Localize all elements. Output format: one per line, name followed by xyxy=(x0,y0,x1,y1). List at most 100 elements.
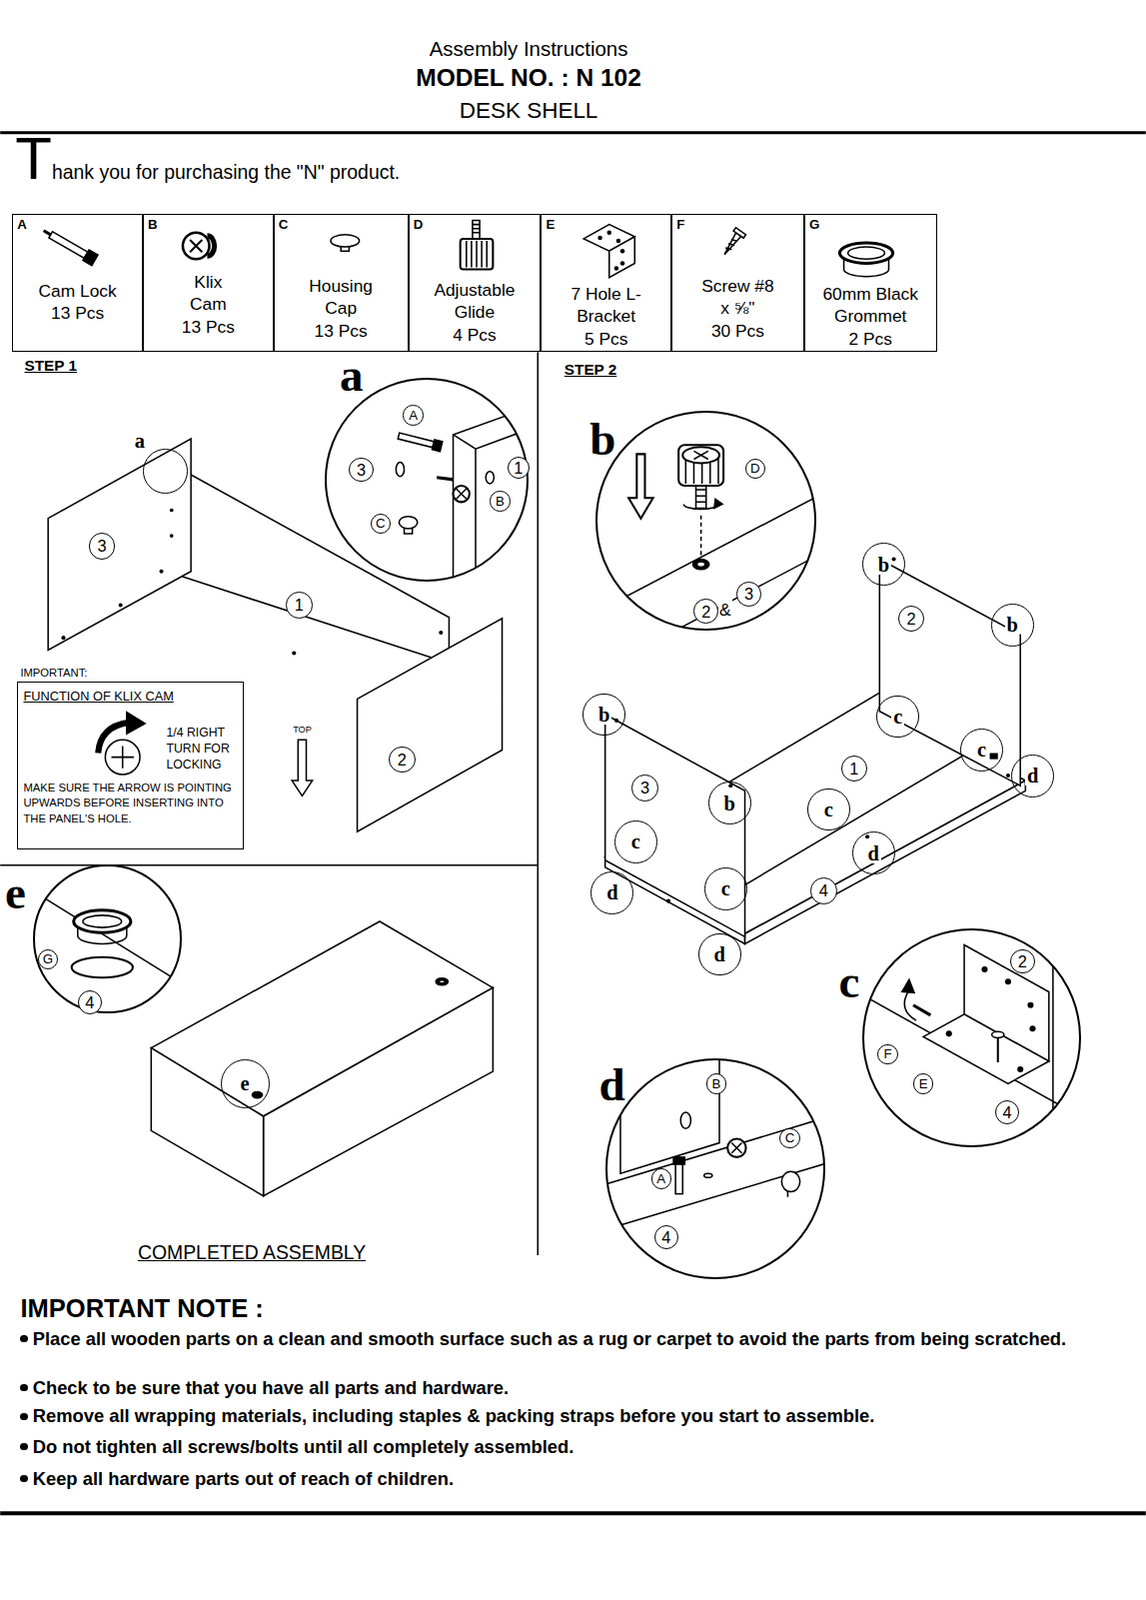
callout-number: 3 xyxy=(736,581,762,607)
step1-panels xyxy=(118,602,123,607)
detail-e xyxy=(73,910,131,933)
part-icons xyxy=(840,242,894,263)
part-text: 60mm Black Grommet2 Pcs xyxy=(805,282,937,350)
note-title: FUNCTION OF KLIX CAM xyxy=(22,688,173,705)
part-name: Adjustable Glide xyxy=(423,278,526,324)
callout-text: b xyxy=(876,554,892,575)
callout-text: 1 xyxy=(513,459,523,476)
detail-circle: aA31BC xyxy=(324,377,529,582)
step2-panels xyxy=(614,556,1011,903)
detail-a xyxy=(397,430,443,452)
detail-c xyxy=(1005,978,1012,985)
part-letter: F xyxy=(676,217,685,231)
part-icons xyxy=(616,238,621,243)
callout-number: 3 xyxy=(348,457,374,483)
model-number: MODEL NO. : N 102 xyxy=(273,62,785,93)
detail-circle: bD23 xyxy=(595,410,817,632)
step2-panels xyxy=(728,783,733,788)
detail-callout: e xyxy=(220,1059,270,1109)
part-icons xyxy=(40,224,98,265)
detail-b xyxy=(692,559,709,570)
bullet-dot xyxy=(19,1474,27,1482)
detail-letter: c xyxy=(839,958,861,1006)
detail-circle: c2FE4 xyxy=(862,928,1082,1147)
detail-circle: dBCA4 xyxy=(605,1058,827,1279)
detail-b xyxy=(714,498,723,508)
part-letter: E xyxy=(545,217,555,231)
detail-letter: d xyxy=(599,1061,626,1109)
completed-desk xyxy=(150,1048,263,1196)
callout-number: 1 xyxy=(507,456,530,479)
part-cell: DAdjustable Glide4 Pcs xyxy=(408,213,542,352)
detail-callout: b xyxy=(708,781,752,825)
figure-caption: COMPLETED ASSEMBLY xyxy=(137,1240,366,1265)
detail-b xyxy=(697,561,706,567)
detail-c xyxy=(913,1005,931,1016)
callout-number: F xyxy=(877,1044,898,1065)
detail-callout: c xyxy=(807,788,851,832)
rules xyxy=(537,351,540,1255)
callout-number: 4 xyxy=(810,877,838,905)
detail-e xyxy=(35,892,184,985)
bullet-dot xyxy=(19,1334,27,1342)
part-icons xyxy=(48,231,88,259)
product-name: DESK SHELL xyxy=(273,96,785,124)
step2-panels xyxy=(879,559,1021,787)
callout-text: d xyxy=(604,882,620,903)
detail-letter: b xyxy=(589,415,616,463)
detail-c xyxy=(997,1037,1000,1063)
detail-d xyxy=(731,1143,742,1153)
part-icons xyxy=(472,220,480,239)
part-cell: G 60mm Black Grommet2 Pcs xyxy=(804,213,938,352)
step1-panels xyxy=(169,508,174,513)
step1-panels xyxy=(291,739,312,796)
callout-text: b xyxy=(596,704,612,725)
note-heading: IMPORTANT: xyxy=(19,666,87,680)
part-icons xyxy=(733,227,746,238)
part-letter: C xyxy=(278,217,289,231)
callout-number: A xyxy=(402,404,423,425)
detail-e xyxy=(35,892,184,985)
step2-panels xyxy=(666,899,671,904)
callout-number: 2 xyxy=(388,746,416,774)
part-icons xyxy=(330,234,360,247)
bullet-dot xyxy=(19,1442,27,1450)
rules xyxy=(0,130,1146,134)
callout-text: b xyxy=(722,793,738,814)
callout-number: 3 xyxy=(88,532,116,560)
step1-panels xyxy=(60,508,443,656)
callout-text: G xyxy=(42,952,53,966)
callout-number: G xyxy=(37,949,58,970)
callout-text: b xyxy=(1005,614,1021,635)
part-letter: A xyxy=(16,217,27,231)
part-icons xyxy=(82,249,98,266)
callout-text: 4 xyxy=(1002,1104,1012,1121)
callout-text: C xyxy=(375,516,386,530)
detail-b xyxy=(693,450,708,459)
note-bullet: Do not tighten all screws/bolts until al… xyxy=(32,1435,1075,1458)
detail-a xyxy=(431,439,442,452)
completed-desk xyxy=(435,978,448,986)
detail-c xyxy=(902,979,915,993)
part-letter: G xyxy=(809,217,820,231)
detail-a xyxy=(395,414,531,593)
step-heading: STEP 1 xyxy=(24,356,78,376)
title: Assembly Instructions xyxy=(273,36,785,63)
part-icons xyxy=(182,232,210,260)
note-text: MAKE SURE THE ARROW IS POINTING UPWARDS … xyxy=(22,780,237,826)
step1-panels xyxy=(60,635,65,640)
callout-number: B xyxy=(489,490,510,511)
callout-text: 4 xyxy=(84,994,94,1011)
part-icons xyxy=(719,227,746,258)
callout-text: c xyxy=(975,739,989,760)
part-cell: FScrew #8 x ⅝"30 Pcs xyxy=(671,213,805,352)
part-quantity: 30 Pcs xyxy=(672,319,804,342)
callout-number: 2 xyxy=(1010,949,1036,975)
callout-number: C xyxy=(370,513,391,534)
part-icons xyxy=(460,238,494,270)
detail-b xyxy=(678,444,724,486)
callout-text: e xyxy=(238,1073,252,1094)
step2-panels xyxy=(990,753,999,760)
part-icons xyxy=(848,246,886,259)
detail-b xyxy=(700,515,703,557)
